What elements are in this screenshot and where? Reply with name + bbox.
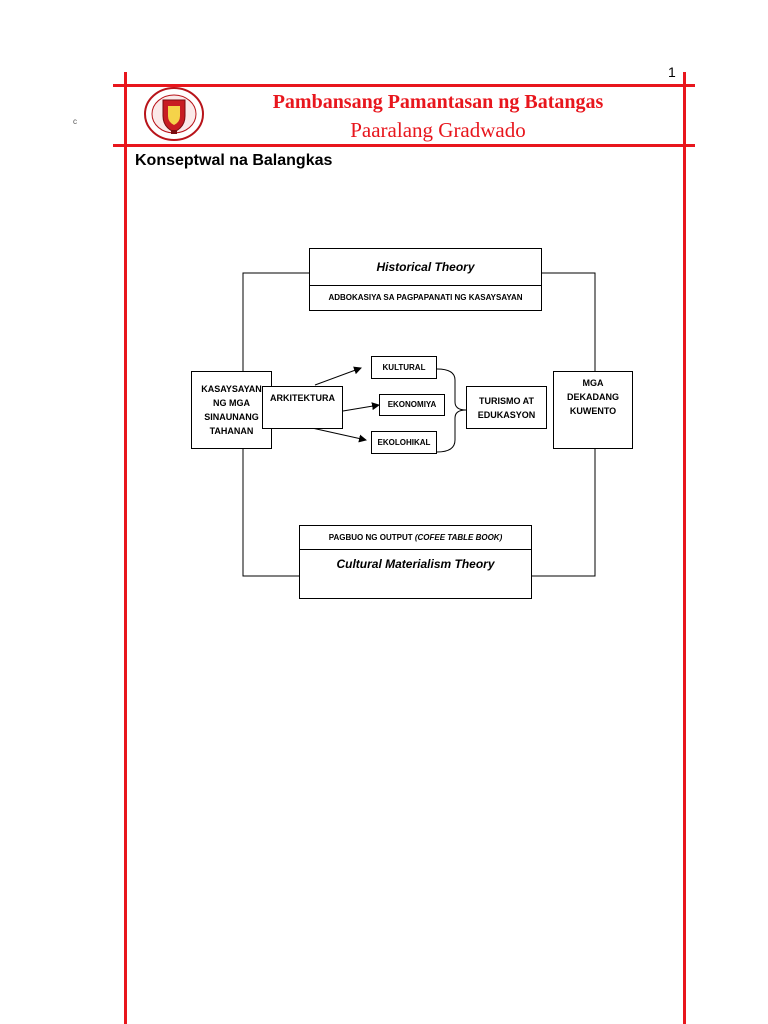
loop-right-bottom xyxy=(531,448,596,577)
arrow-to-cultural xyxy=(314,366,362,386)
history-line-4: TAHANAN xyxy=(209,426,254,436)
section-title: Konseptwal na Balangkas xyxy=(135,152,333,169)
tourism-box: TURISMO AT EDUKASYON xyxy=(466,386,547,429)
school-name: Paaralang Gradwado xyxy=(350,118,526,142)
output-box: PAGBUO NG OUTPUT (COFEE TABLE BOOK) xyxy=(299,525,532,550)
header-bottom-line xyxy=(113,144,695,147)
stories-line-1: MGA xyxy=(582,378,604,388)
loop-left-bottom xyxy=(242,448,300,577)
cultural-materialism-label: Cultural Materialism Theory xyxy=(336,557,495,571)
header-top-line xyxy=(113,84,695,87)
stories-box: MGA DEKADANG KUWENTO xyxy=(553,371,633,449)
architecture-box: ARKITEKTURA xyxy=(262,386,343,429)
tourism-line-1: TURISMO AT xyxy=(479,395,534,406)
stories-line-3: KUWENTO xyxy=(569,406,617,416)
left-margin-line xyxy=(124,72,127,1024)
right-margin-line xyxy=(683,72,686,1024)
university-name: Pambansang Pamantasan ng Batangas xyxy=(272,91,604,113)
advocacy-box: ADBOKASIYA SA PAGPAPANATI NG KASAYSAYAN xyxy=(309,285,542,311)
history-line-2: NG MGA xyxy=(213,398,250,408)
arrow-to-economy xyxy=(342,402,380,412)
historical-theory-label: Historical Theory xyxy=(376,260,475,274)
university-seal-icon xyxy=(144,87,204,141)
ecological-label: EKOLOHIKAL xyxy=(377,437,431,447)
output-prefix: PAGBUO NG OUTPUT xyxy=(328,532,415,542)
economy-label: EKONOMIYA xyxy=(387,400,437,409)
loop-left-top xyxy=(242,272,310,372)
economy-box: EKONOMIYA xyxy=(379,394,445,416)
output-italic: (COFEE TABLE BOOK) xyxy=(414,532,503,542)
arrow-to-ecological xyxy=(311,427,367,443)
advocacy-label: ADBOKASIYA SA PAGPAPANATI NG KASAYSAYAN xyxy=(328,293,523,302)
history-line-1: KASAYSAYAN xyxy=(201,384,262,394)
stories-line-2: DEKADANG xyxy=(566,392,619,402)
cultural-box: KULTURAL xyxy=(371,356,437,379)
ecological-box: EKOLOHIKAL xyxy=(371,431,437,454)
stray-mark: c xyxy=(73,117,77,126)
tourism-line-2: EDUKASYON xyxy=(477,409,536,420)
architecture-label: ARKITEKTURA xyxy=(270,393,335,403)
cultural-label: KULTURAL xyxy=(382,362,426,372)
loop-right-top xyxy=(541,272,596,372)
cultural-materialism-box: Cultural Materialism Theory xyxy=(299,549,532,599)
history-box: KASAYSAYAN NG MGA SINAUNANG TAHANAN xyxy=(191,371,272,449)
historical-theory-box: Historical Theory xyxy=(309,248,542,286)
page-number: 1 xyxy=(668,64,676,80)
history-line-3: SINAUNANG xyxy=(204,412,259,422)
